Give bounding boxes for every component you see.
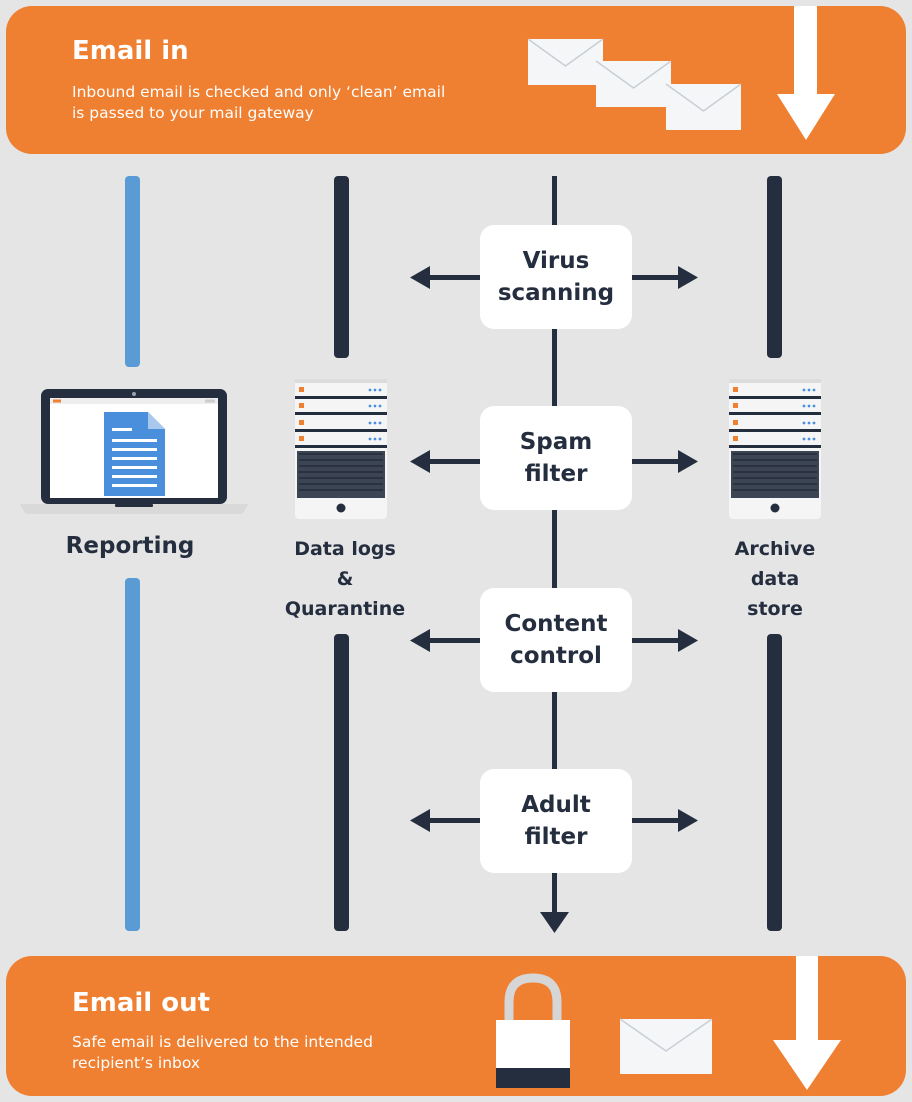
reporting-line-bottom — [125, 578, 140, 931]
archive-line-top — [767, 176, 782, 358]
archive-label-line: data — [750, 568, 800, 590]
reporting-line-top — [125, 176, 140, 367]
padlock-icon — [496, 973, 570, 1088]
stage-content-control: Content control — [480, 588, 632, 692]
stage-label-line: Content — [504, 611, 608, 637]
email-in-title: Email in — [72, 36, 189, 66]
down-arrow-icon — [773, 956, 841, 1090]
data-logs-label-line: & — [336, 568, 354, 590]
archive-label: Archive data store — [700, 534, 850, 624]
email-in-graphics — [527, 6, 835, 140]
stage-label-line: filter — [524, 461, 588, 487]
email-out-description-line: Safe email is delivered to the intended — [72, 1033, 373, 1051]
email-out-description: Safe email is delivered to the intended … — [72, 1032, 373, 1074]
stage-label-line: filter — [524, 824, 588, 850]
stage-virus-scanning: Virus scanning — [480, 225, 632, 329]
datalogs-line-bottom — [334, 634, 349, 931]
email-out-description-line: recipient’s inbox — [72, 1054, 201, 1072]
reporting-label-line: Reporting — [65, 533, 195, 559]
stage-adult-filter: Adult filter — [480, 769, 632, 873]
stage-label-line: control — [510, 643, 602, 669]
email-out-graphics — [496, 956, 841, 1090]
stage-label-line: scanning — [497, 280, 615, 306]
archive-line-bottom — [767, 634, 782, 931]
email-in-description-line: is passed to your mail gateway — [72, 104, 314, 122]
stage-spam-filter: Spam filter — [480, 406, 632, 510]
data-logs-label: Data logs & Quarantine — [270, 534, 420, 624]
archive-label-line: Archive — [734, 538, 816, 560]
envelope-icon — [527, 38, 604, 85]
down-arrow-icon — [777, 6, 835, 140]
datalogs-line-top — [334, 176, 349, 358]
data-logs-label-line: Quarantine — [284, 598, 406, 620]
stage-label-line: Spam — [519, 429, 593, 455]
archive-label-line: store — [747, 598, 803, 620]
reporting-label: Reporting — [40, 531, 220, 561]
stage-arrows — [410, 266, 698, 832]
document-icon — [104, 412, 165, 496]
server-icon — [295, 379, 387, 519]
email-in-description: Inbound email is checked and only ‘clean… — [72, 82, 445, 124]
stage-label-line: Adult — [521, 792, 591, 818]
data-logs-label-line: Data logs — [294, 538, 396, 560]
envelope-icon — [595, 60, 672, 107]
main-flow-arrowhead-icon — [540, 912, 569, 933]
email-in-description-line: Inbound email is checked and only ‘clean… — [72, 83, 446, 101]
envelope-icon — [619, 1018, 713, 1074]
server-icon — [729, 379, 821, 519]
email-in-banner: Email in Inbound email is checked and on… — [6, 6, 906, 154]
envelope-icon — [665, 83, 742, 130]
main-flow-line — [552, 176, 557, 916]
email-out-title: Email out — [72, 988, 211, 1018]
stage-label-line: Virus — [522, 248, 590, 274]
email-out-banner: Email out Safe email is delivered to the… — [6, 956, 906, 1096]
